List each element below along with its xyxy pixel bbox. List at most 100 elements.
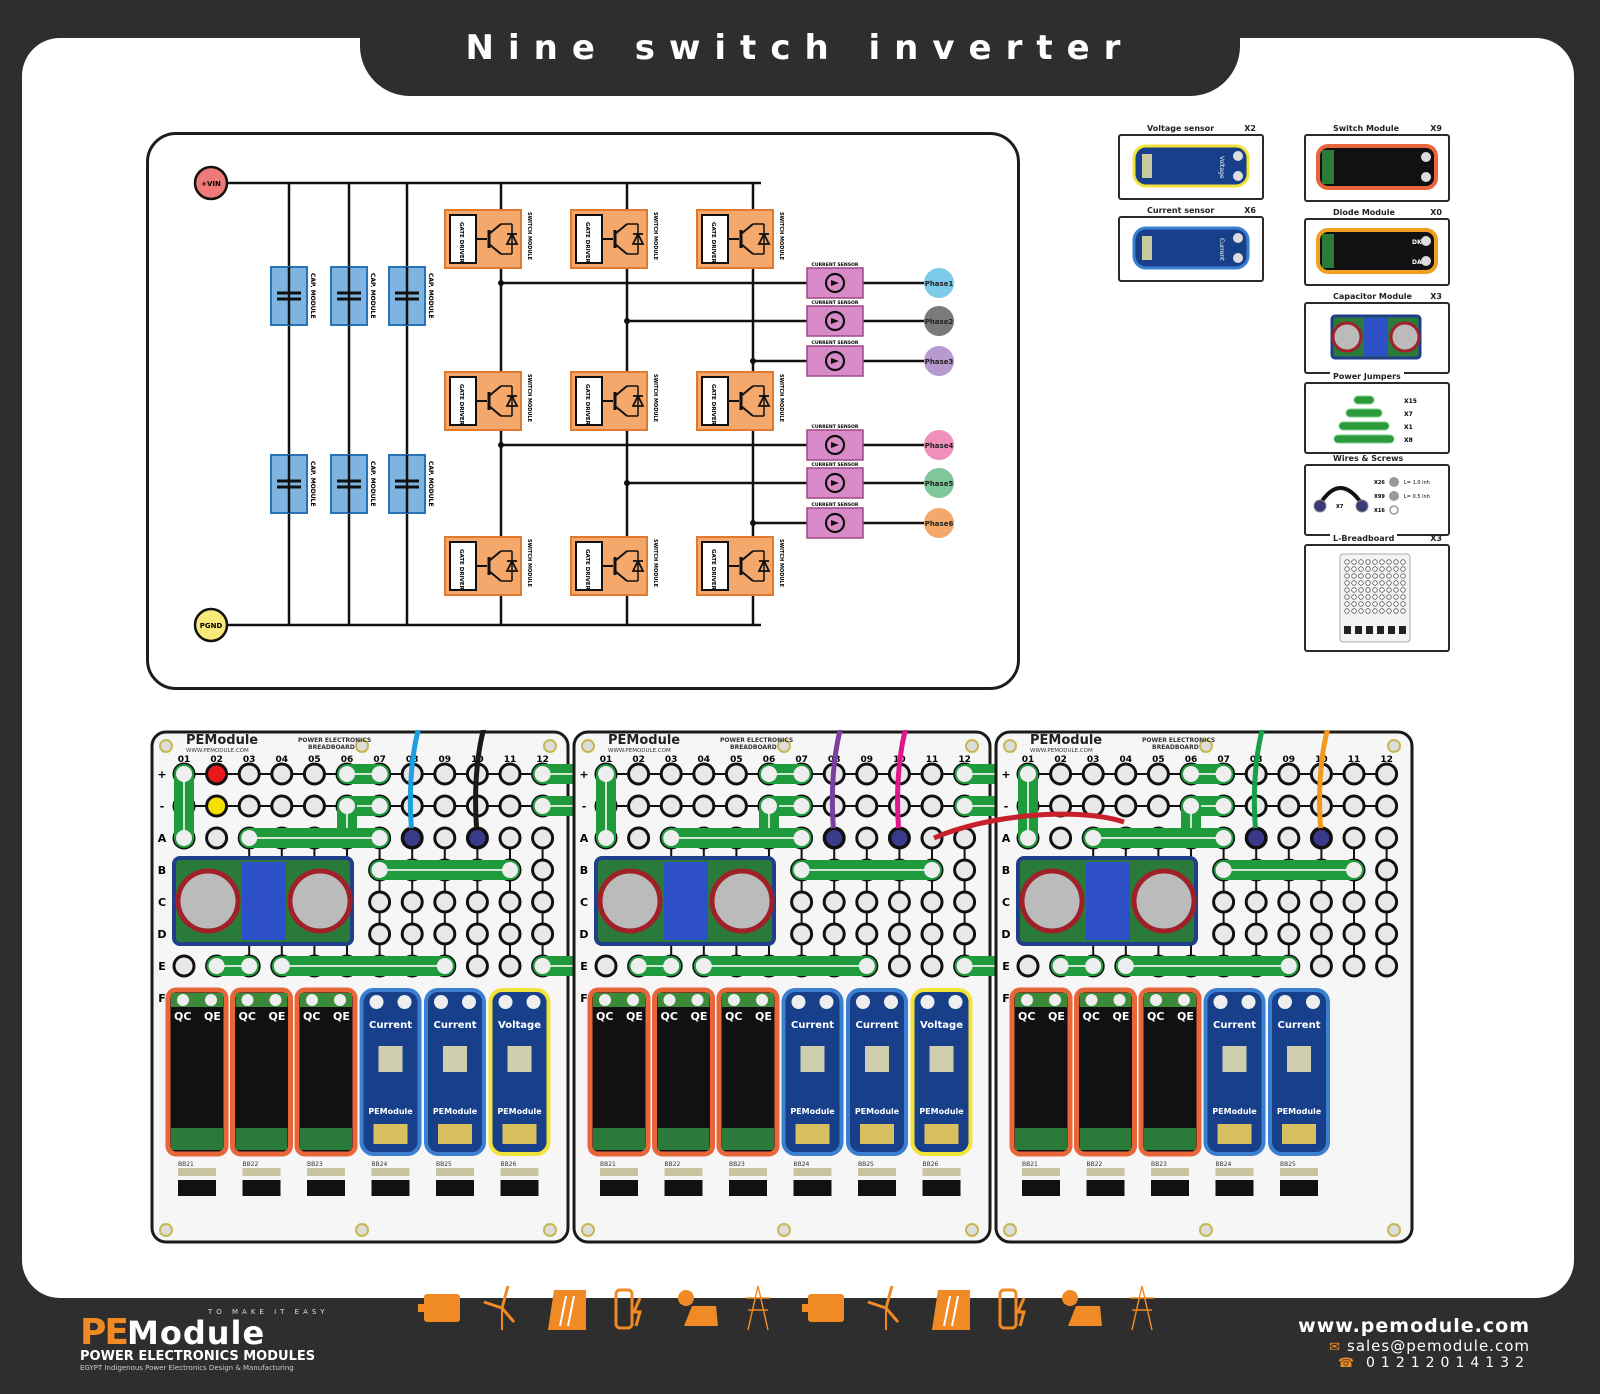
- vin-label: +VIN: [201, 180, 221, 188]
- switch-terminal-qe: [269, 994, 282, 1006]
- switch-module-pcb: [657, 1128, 710, 1150]
- row-label: A: [580, 832, 589, 845]
- breadboard-hole: [1375, 922, 1399, 946]
- column-label: 02: [1054, 755, 1067, 765]
- logo-tagline: TO MAKE IT EASY: [208, 1308, 329, 1316]
- website-link[interactable]: www.pemodule.com: [1298, 1315, 1530, 1337]
- slot-label: BB25: [858, 1161, 874, 1168]
- jumper-screw: [956, 766, 973, 782]
- switch-terminal-qe: [691, 994, 704, 1006]
- breadboard-hole: [1358, 601, 1364, 607]
- sensor-chip: [1287, 1046, 1311, 1072]
- jumper-screw: [598, 830, 614, 846]
- breadboard-connector: [1388, 626, 1395, 634]
- breadboard-hole: [270, 762, 294, 786]
- email-link[interactable]: sales@pemodule.com: [1347, 1337, 1530, 1355]
- row-label: -: [160, 800, 165, 813]
- jumper-screw: [924, 862, 940, 878]
- sensor-connector: [860, 1124, 894, 1144]
- qe-label: QE: [204, 1010, 221, 1023]
- breadboard-hole: [498, 794, 522, 818]
- jumper-screw: [663, 830, 680, 846]
- jumper-screw: [663, 958, 680, 974]
- breadboard-hole: [1365, 587, 1371, 593]
- breadboard-hole: [1375, 890, 1399, 914]
- jumper-screw: [371, 798, 388, 814]
- sensor-chip: [378, 1046, 403, 1072]
- phase-terminal: [924, 346, 954, 376]
- column-label: 05: [1152, 755, 1165, 765]
- breadboard-hole: [953, 858, 977, 882]
- phone-icon: ☎: [1337, 1356, 1361, 1371]
- breadboard-hole: [531, 922, 555, 946]
- qc-label: QC: [596, 1010, 613, 1023]
- sensor-terminal: [884, 995, 898, 1009]
- slot-connector: [436, 1180, 474, 1196]
- switch-terminal-qc: [663, 994, 676, 1006]
- switch-module-pcb: [300, 1128, 352, 1150]
- board-website: WWW.PEMODULE.COM: [1030, 748, 1093, 754]
- breadboard-hole: [1386, 559, 1392, 565]
- qc-label: QC: [1018, 1010, 1035, 1023]
- phase-terminal: [924, 306, 954, 336]
- column-label: 01: [178, 755, 191, 765]
- gate-driver-label: GATE DRIVER: [710, 549, 716, 591]
- breadboard-hole: [659, 762, 683, 786]
- screw-b-qty: X99: [1374, 494, 1385, 500]
- sensor-chip: [507, 1046, 532, 1072]
- switch-module-pcb: [722, 1128, 774, 1150]
- breadboard-hole: [433, 762, 457, 786]
- board-subtitle: POWER ELECTRONICS: [720, 737, 793, 744]
- jumper-screw: [793, 798, 810, 814]
- breadboard-hole: [1344, 587, 1350, 593]
- power-jumper-icon: [1338, 421, 1390, 431]
- current-arrow-icon: [831, 520, 839, 526]
- breadboard-hole: [1358, 580, 1364, 586]
- mount-hole: [355, 1223, 369, 1237]
- sensor-connector: [502, 1124, 537, 1144]
- switch-module: [165, 987, 229, 1157]
- electrolytic-capacitor: [1019, 868, 1085, 934]
- breadboard-hole: [465, 954, 489, 978]
- breadboard-hole: [855, 922, 879, 946]
- breadboard-hole: [1386, 566, 1392, 572]
- sensor-terminal: [434, 995, 448, 1009]
- breadboard-hole: [1372, 587, 1378, 593]
- slot-connector: [371, 1180, 410, 1196]
- washer-icon: [1389, 505, 1399, 515]
- capacitor-module-center: [1364, 318, 1388, 356]
- slot-header: [1280, 1168, 1318, 1176]
- breadboard-hole: [205, 794, 229, 818]
- igbt-emitter: [488, 243, 502, 255]
- breadboard-hole: [205, 826, 229, 850]
- jumper-screw: [793, 830, 810, 846]
- vin-terminal: [193, 165, 229, 201]
- voltage-sensor-module: [1132, 144, 1250, 188]
- board-brand: PEModule: [608, 733, 680, 748]
- column-label: 03: [243, 755, 256, 765]
- slot-label: BB21: [600, 1161, 616, 1168]
- breadboard-hole: [1358, 566, 1364, 572]
- column-label: 07: [1217, 755, 1230, 765]
- breadboard-hole: [1400, 566, 1406, 572]
- capacitor-module-center: [664, 862, 708, 940]
- current-sensor-label: CURRENT SENSOR: [812, 300, 859, 306]
- column-label: 12: [1380, 755, 1393, 765]
- legend-item-qty: X2: [1244, 124, 1256, 133]
- breadboard-hole: [1372, 601, 1378, 607]
- slot-label: BB22: [1087, 1161, 1103, 1168]
- solar-panel-icon: [1062, 1290, 1102, 1326]
- breadboard-hole: [1379, 559, 1385, 565]
- jumper-screw: [1085, 830, 1102, 846]
- current-arrow-icon: [831, 318, 839, 324]
- slot-header: [729, 1168, 767, 1176]
- breadboard-hole: [1379, 566, 1385, 572]
- sensor-chip: [929, 1046, 954, 1072]
- breadboard-hole: [1277, 794, 1301, 818]
- slot-label: BB24: [794, 1161, 810, 1168]
- breadboard-hole: [1344, 573, 1350, 579]
- igbt-emitter: [614, 405, 628, 417]
- slot-connector: [1022, 1180, 1060, 1196]
